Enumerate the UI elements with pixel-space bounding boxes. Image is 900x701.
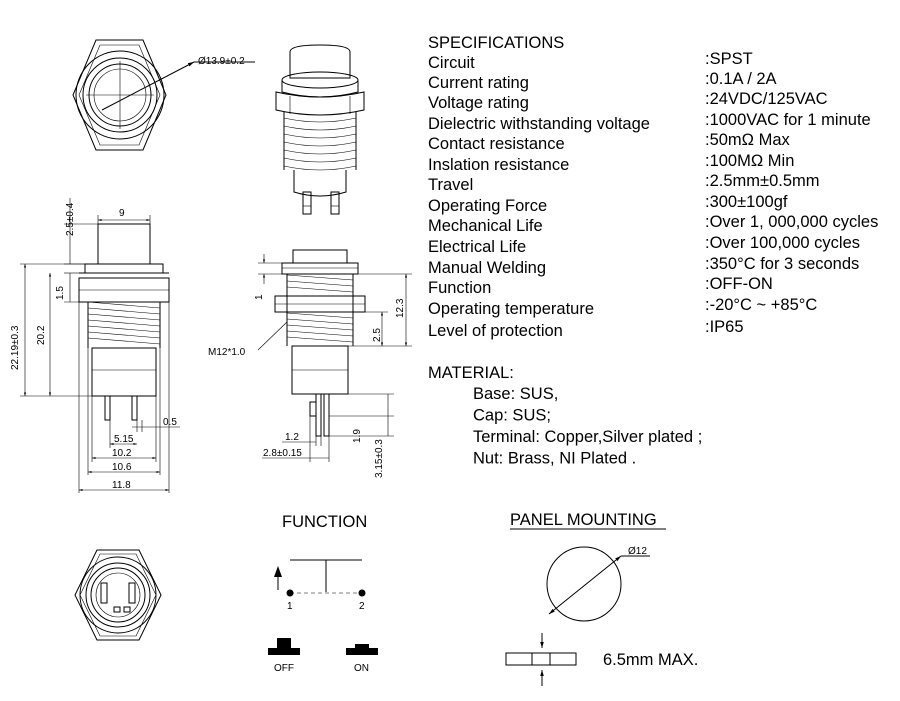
dim-side-3-15: 3.15±0.3: [374, 439, 385, 478]
spec-label: Inslation resistance: [428, 156, 569, 174]
on-label: ON: [354, 663, 369, 674]
pin-1-dot: [286, 589, 294, 597]
dim-top-dia: Ø13.9±0.2: [198, 56, 245, 67]
spec-value: :SPST: [705, 50, 753, 68]
dim-side-12-3: 12.3: [395, 298, 406, 318]
spec-value: :2.5mm±0.5mm: [705, 172, 820, 190]
material-item: Terminal: Copper,Silver plated ;: [473, 428, 702, 446]
panel-mounting-title: PANEL MOUNTING: [510, 511, 657, 529]
spec-label: Travel: [428, 176, 473, 194]
spec-label: Dielectric withstanding voltage: [428, 115, 650, 133]
spec-value: :300±100gf: [705, 193, 788, 211]
material-item: Base: SUS,: [473, 385, 558, 403]
off-button-icon: [268, 648, 300, 655]
spec-value: :50mΩ Max: [705, 131, 791, 149]
dim-step-height: 1.5: [55, 286, 66, 300]
dim-hole-dia: Ø12: [628, 546, 647, 557]
dim-pin-spacing: 5.15: [114, 434, 134, 445]
spec-value: :0.1A / 2A: [705, 70, 777, 88]
dim-width-10-6: 10.6: [112, 462, 132, 473]
spec-value: :Over 1, 000,000 cycles: [705, 213, 878, 231]
specifications-title: SPECIFICATIONS: [428, 34, 564, 52]
panel-thickness: 6.5mm MAX.: [603, 651, 698, 669]
pin-2-dot: [358, 589, 366, 597]
iso-view: [275, 44, 365, 215]
spec-label: Circuit: [428, 54, 475, 72]
spec-label: Function: [428, 279, 491, 297]
dim-side-1: 1: [254, 294, 265, 300]
pin-1-label: 1: [287, 601, 293, 612]
spec-label: Operating Force: [428, 197, 547, 215]
dim-cap-height: 2.5±0.4: [65, 202, 76, 236]
spec-value: :-20°C ~ +85°C: [705, 296, 817, 314]
spec-label: Mechanical Life: [428, 217, 543, 235]
top-view: Ø13.9±0.2: [72, 39, 255, 151]
spec-value: :IP65: [705, 318, 744, 336]
material-item: Nut: Brass, NI Plated .: [473, 450, 636, 468]
specifications: SPECIFICATIONS Circuit :SPST Current ratin…: [428, 34, 878, 340]
material: MATERIAL: Base: SUS, Cap: SUS; Terminal: C…: [428, 364, 702, 468]
function-diagram: FUNCTION 1 2 OFF ON: [268, 513, 378, 674]
dim-side-2-5: 2.5: [372, 328, 383, 342]
arrow-up-icon: [274, 566, 282, 577]
side-view: [274, 249, 366, 437]
dim-pin-thickness: 0.5: [163, 417, 177, 428]
spec-label: Current rating: [428, 74, 529, 92]
spec-label: Manual Welding: [428, 259, 546, 277]
spec-value: :24VDC/125VAC: [705, 90, 828, 108]
dim-side-2-8: 2.8±0.15: [263, 448, 302, 459]
bottom-view: [74, 549, 162, 641]
spec-value: :350°C for 3 seconds: [705, 255, 859, 273]
dim-thread: M12*1.0: [208, 347, 246, 358]
side-dimensions: 1 M12*1.0 12.3 2.5 1.9 3.15±0.3 1.2 2.8±…: [208, 254, 412, 478]
spec-label: Operating temperature: [428, 300, 594, 318]
material-title: MATERIAL:: [428, 364, 514, 382]
dim-width-11-8: 11.8: [112, 480, 131, 491]
dim-total-height: 22.19±0.3: [10, 325, 21, 370]
spec-value: :OFF-ON: [705, 275, 773, 293]
front-view: [78, 223, 170, 421]
dim-body-height: 20.2: [36, 325, 47, 345]
spec-value: :100MΩ Min: [705, 152, 794, 170]
spec-label: Electrical Life: [428, 238, 526, 256]
dim-width-10-2: 10.2: [112, 448, 132, 459]
front-dimensions: 9 2.5±0.4 1.5 22.19±0.3 20.2 0.5 5.15 10…: [10, 198, 180, 493]
spec-label: Voltage rating: [428, 94, 529, 112]
material-item: Cap: SUS;: [473, 407, 551, 425]
on-button-icon: [346, 648, 378, 655]
dim-cap-width: 9: [119, 208, 125, 219]
dim-side-1-2: 1.2: [285, 432, 299, 443]
function-title: FUNCTION: [282, 513, 367, 531]
spec-value: :Over 100,000 cycles: [705, 234, 860, 252]
off-label: OFF: [274, 663, 294, 674]
pin-2-label: 2: [359, 601, 365, 612]
spec-label: Level of protection: [428, 322, 563, 340]
panel-mounting: PANEL MOUNTING Ø12 6.5mm MAX.: [505, 511, 698, 686]
spec-value: :1000VAC for 1 minute: [705, 111, 871, 129]
spec-label: Contact resistance: [428, 135, 565, 153]
